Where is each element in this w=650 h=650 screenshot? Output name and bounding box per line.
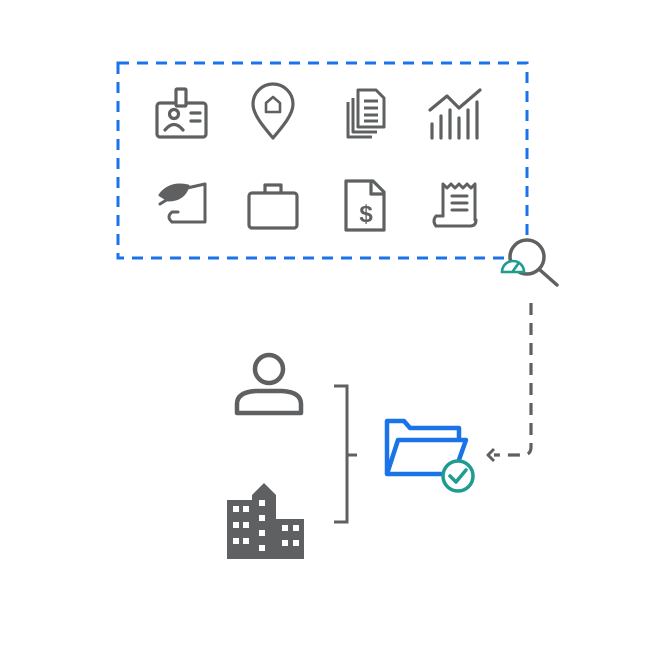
briefcase-icon <box>247 183 299 230</box>
stacked-documents-icon <box>346 88 386 139</box>
receipt-icon <box>432 182 478 228</box>
speed-gauge-icon <box>500 259 526 274</box>
home-location-pin-icon <box>251 82 295 140</box>
id-badge-icon <box>155 87 208 139</box>
grouping-bracket <box>334 384 357 524</box>
person-icon <box>234 352 304 416</box>
verified-check-icon <box>441 459 475 493</box>
dashed-connector-arrow <box>494 303 533 457</box>
growth-bar-chart-icon <box>428 88 482 140</box>
dashed-selection-box <box>116 61 529 260</box>
invoice-dollar-icon: $ <box>344 179 386 232</box>
office-building-icon <box>227 483 304 559</box>
blue-folder-icon <box>384 418 469 477</box>
arrow-head <box>486 447 496 463</box>
certificate-scroll-icon <box>158 182 207 224</box>
svg-text:$: $ <box>359 201 373 228</box>
